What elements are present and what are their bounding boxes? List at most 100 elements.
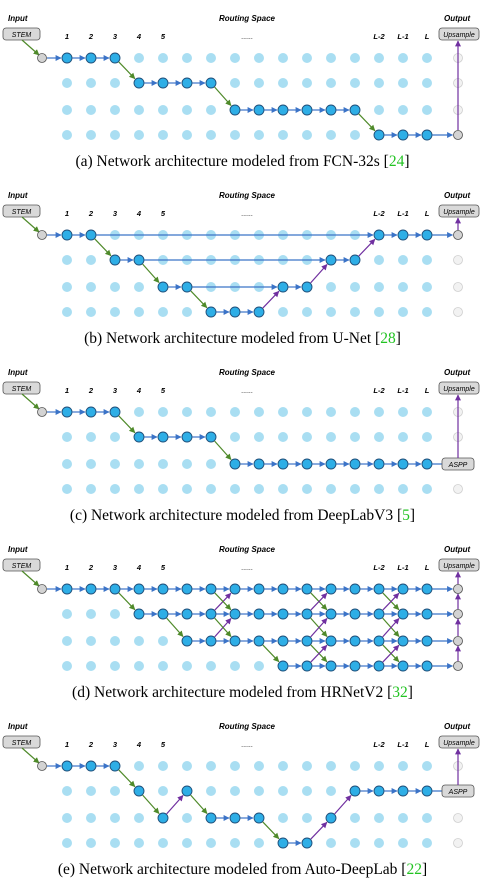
stem-node <box>37 53 47 63</box>
stem-box <box>2 558 41 572</box>
active-node <box>133 254 145 266</box>
grid-node <box>302 53 312 63</box>
route-edge <box>262 644 280 663</box>
grid-node <box>62 484 72 494</box>
grid-node <box>62 661 72 671</box>
stem-node <box>37 407 47 417</box>
active-node <box>109 52 121 64</box>
output-node <box>453 636 463 646</box>
route-edges <box>47 55 422 138</box>
routing-space-label: Routing Space <box>219 545 276 554</box>
grid-node <box>230 786 240 796</box>
output-slot <box>453 282 463 292</box>
caption-ref[interactable]: 24 <box>388 153 405 170</box>
active-node <box>301 104 313 116</box>
grid-node <box>182 307 192 317</box>
grid-node <box>86 661 96 671</box>
grid-node <box>350 407 360 417</box>
routing-space-label: Routing Space <box>219 191 276 200</box>
active-node <box>277 837 289 849</box>
grid-node <box>86 432 96 442</box>
grid-node <box>182 459 192 469</box>
layer-label-3: 3 <box>113 386 118 395</box>
layer-label-1: 1 <box>65 563 69 572</box>
grid-node <box>350 484 360 494</box>
grid-node <box>374 307 384 317</box>
output-label: Output <box>444 14 471 23</box>
grid-node <box>230 130 240 140</box>
grid-node <box>86 105 96 115</box>
route-edge <box>118 61 136 80</box>
output-slot <box>453 307 463 317</box>
grid-node <box>86 282 96 292</box>
output-links <box>432 40 463 140</box>
active-node <box>421 635 433 647</box>
active-node <box>349 583 361 595</box>
route-edge <box>142 794 160 814</box>
caption-ref[interactable]: 32 <box>392 684 408 701</box>
layer-label-3: 3 <box>113 209 118 218</box>
route-edge <box>118 592 136 611</box>
layer-label-5: 5 <box>161 563 166 572</box>
upsample-box <box>438 204 480 218</box>
active-node <box>349 608 361 620</box>
grid-node <box>230 407 240 417</box>
grid-node <box>134 459 144 469</box>
stem-box <box>2 735 41 749</box>
layer-label-L: L <box>425 209 430 218</box>
grid-node <box>62 105 72 115</box>
route-edge <box>214 592 232 611</box>
grid-node <box>326 53 336 63</box>
active-node <box>109 406 121 418</box>
active-node <box>205 306 217 318</box>
grid-node <box>206 105 216 115</box>
active-node <box>205 77 217 89</box>
grid-node <box>158 636 168 646</box>
route-edge <box>94 238 112 257</box>
active-node <box>349 660 361 672</box>
grid-node <box>182 813 192 823</box>
active-node <box>397 458 409 470</box>
layer-label-3: 3 <box>113 563 118 572</box>
stem-node <box>37 761 47 771</box>
upsample-box <box>438 558 480 572</box>
grid-node <box>374 53 384 63</box>
stem-label: STEM <box>12 209 32 216</box>
grid-node <box>302 786 312 796</box>
grid-node <box>326 484 336 494</box>
grid-node <box>398 307 408 317</box>
output-links: ASPP <box>432 394 475 471</box>
route-edges <box>47 409 422 467</box>
caption-text: (c) Network architecture modeled from De… <box>69 507 403 524</box>
grid-node <box>326 786 336 796</box>
grid-node <box>254 786 264 796</box>
route-edge <box>190 290 208 309</box>
grid-node <box>86 813 96 823</box>
active-node <box>397 635 409 647</box>
active-node <box>373 129 385 141</box>
active-node <box>157 608 169 620</box>
route-edges <box>47 586 422 669</box>
caption-d: (d) Network architecture modeled from HR… <box>0 684 485 702</box>
active-node <box>133 583 145 595</box>
grid-node <box>254 78 264 88</box>
grid-node <box>230 53 240 63</box>
caption-e: (e) Network architecture modeled from Au… <box>0 861 485 879</box>
active-node <box>253 608 265 620</box>
route-edge <box>166 617 184 637</box>
active-node <box>61 760 73 772</box>
active-node <box>373 229 385 241</box>
grid-node <box>422 761 432 771</box>
caption-ref[interactable]: 22 <box>406 861 422 878</box>
active-node <box>421 458 433 470</box>
route-edge <box>382 644 400 663</box>
caption-ref[interactable]: 5 <box>402 507 410 524</box>
grid-node <box>230 838 240 848</box>
caption-ref[interactable]: 28 <box>380 330 396 347</box>
active-node <box>349 458 361 470</box>
layer-label-2: 2 <box>88 386 94 395</box>
active-node <box>133 785 145 797</box>
active-nodes <box>61 229 433 318</box>
layer-label-L-1: L-1 <box>397 209 408 218</box>
